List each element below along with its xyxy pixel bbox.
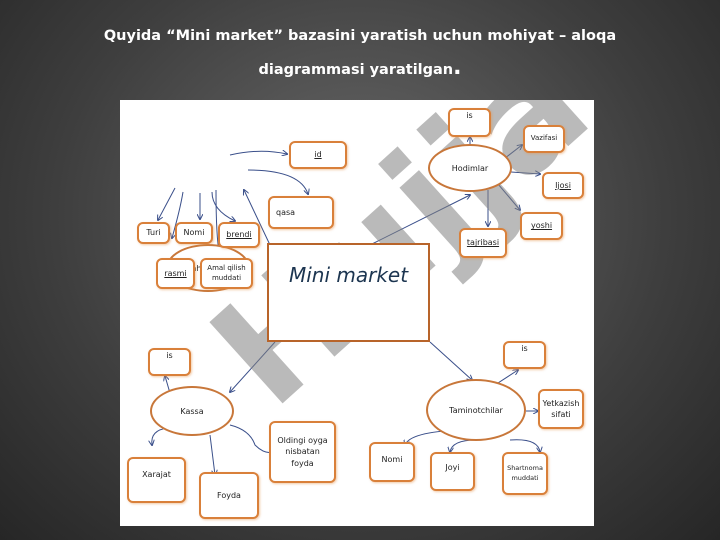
attr-kassa-is: is xyxy=(148,348,191,376)
entity-mini-market: Mini market xyxy=(267,243,430,342)
er-diagram: Hujjat24 Mini market Mahsulotlar id qasa… xyxy=(120,100,594,526)
attr-id: id xyxy=(289,141,347,169)
entity-hodimlar: Hodimlar xyxy=(428,144,512,192)
slide-title-line2: diagrammasi yaratilgan. xyxy=(60,55,660,80)
attr-xarajat: Xarajat xyxy=(127,457,186,503)
entity-taminotchilar: Taminotchilar xyxy=(426,379,526,441)
attr-taminotchilar-nomi: Nomi xyxy=(369,442,415,482)
title-period: . xyxy=(453,55,462,80)
attr-qasa: qasa xyxy=(268,196,334,229)
attr-rasmi: rasmi xyxy=(156,258,195,289)
attr-joyi: Joyi xyxy=(430,452,475,491)
attr-oldingi-oyga-nisbatan-foyda: Oldingi oyga nisbatan foyda xyxy=(269,421,336,483)
attr-foyda: Foyda xyxy=(199,472,259,519)
attr-turi: Turi xyxy=(137,222,170,244)
attr-brendi: brendi xyxy=(218,222,260,248)
attr-taminotchilar-is: is xyxy=(503,341,546,369)
attr-amal-qilish-muddati: Amal qilish muddati xyxy=(200,258,253,289)
attr-ijosi: Ijosi xyxy=(542,172,584,199)
title-text: diagrammasi yaratilgan xyxy=(258,62,454,78)
attr-nomi: Nomi xyxy=(175,222,213,244)
slide-title-line1: Quyida “Mini market” bazasini yaratish u… xyxy=(103,28,617,44)
attr-shartnoma-muddati: Shartnoma muddati xyxy=(502,452,548,495)
attr-is: is xyxy=(448,108,491,137)
attr-yoshi: yoshi xyxy=(520,212,563,240)
attr-tajribasi: tajribasi xyxy=(459,228,507,258)
attr-yetkazish-sifati: Yetkazish sifati xyxy=(538,389,584,429)
entity-kassa: Kassa xyxy=(150,386,234,436)
attr-vazifasi: Vazifasi xyxy=(523,125,565,153)
